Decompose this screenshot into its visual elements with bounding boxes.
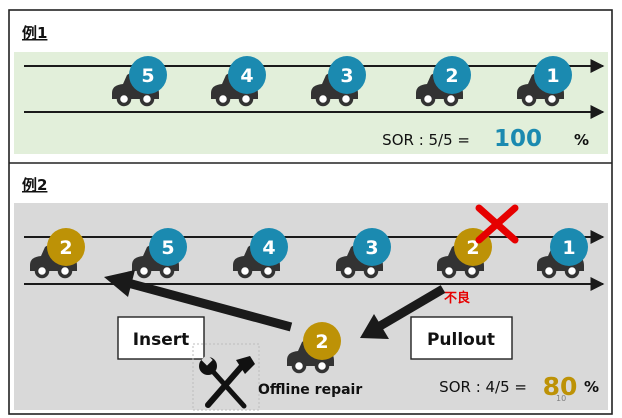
car-number: 2 — [315, 331, 328, 353]
ex1-car-2: 2 — [414, 56, 471, 107]
repair-area-outline — [192, 343, 260, 411]
car-number-badge — [250, 228, 288, 266]
pullout-label-box: Pullout — [410, 316, 513, 360]
ex1-sor: SOR : 5/5 = 100 % — [382, 126, 589, 152]
ex1-sor-label: SOR : 5/5 = — [382, 131, 470, 149]
car-number: 5 — [161, 237, 174, 259]
ex2-sor-value: 80 — [543, 372, 578, 401]
ex2-car-1: 1 — [535, 228, 588, 279]
insert-arrow — [104, 270, 293, 332]
ex1-car-1: 1 — [515, 56, 572, 107]
ex1-car-4: 4 — [209, 56, 266, 107]
car-number-badge — [149, 228, 187, 266]
insert-label: Insert — [133, 330, 190, 350]
car-number: 4 — [262, 237, 275, 259]
car-number-badge — [353, 228, 391, 266]
ex2-repair-car: 2 — [285, 322, 341, 374]
ex2-car-2-inserted: 2 — [28, 228, 85, 279]
car-number: 3 — [365, 237, 378, 259]
pullout-label: Pullout — [427, 330, 495, 350]
defect-label: 不良 — [444, 290, 470, 306]
defect-cross-icon — [475, 204, 519, 244]
car-number: 4 — [240, 65, 253, 87]
car-number-badge — [534, 56, 572, 94]
ex1-sor-value: 100 — [494, 126, 542, 152]
car-number: 3 — [340, 65, 353, 87]
car-number: 2 — [59, 237, 72, 259]
car-number-badge — [433, 56, 471, 94]
car-number-badge — [328, 56, 366, 94]
car-number: 2 — [445, 65, 458, 87]
ex2-car-5: 5 — [130, 228, 187, 279]
car-number-badge — [47, 228, 85, 266]
car-number: 2 — [466, 237, 479, 259]
car-number-badge — [129, 56, 167, 94]
car-number: 1 — [562, 237, 575, 259]
ex2-sor-unit: % — [584, 378, 599, 396]
ex2-car-4: 4 — [231, 228, 288, 279]
ex1-sor-unit: % — [574, 131, 589, 149]
ex1-car-5: 5 — [110, 56, 167, 107]
car-number: 5 — [141, 65, 154, 87]
ex2-car-3: 3 — [334, 228, 391, 279]
ex1-title: 例1 — [22, 24, 47, 42]
car-number-badge — [228, 56, 266, 94]
repair-tools-icon — [199, 354, 255, 409]
ex2-title: 例2 — [22, 176, 47, 194]
car-number-badge — [303, 322, 341, 360]
repair-label: Offline repair — [258, 382, 362, 398]
ex1-band — [14, 52, 608, 154]
insert-label-box: Insert — [117, 316, 205, 360]
page-number: 10 — [556, 394, 566, 403]
car-number: 1 — [546, 65, 559, 87]
ex2-sor-label: SOR : 4/5 = — [439, 378, 527, 396]
car-number-badge — [550, 228, 588, 266]
pullout-arrow — [360, 285, 446, 339]
ex1-car-3: 3 — [309, 56, 366, 107]
ex2-sor: SOR : 4/5 = 80 % — [439, 372, 599, 401]
